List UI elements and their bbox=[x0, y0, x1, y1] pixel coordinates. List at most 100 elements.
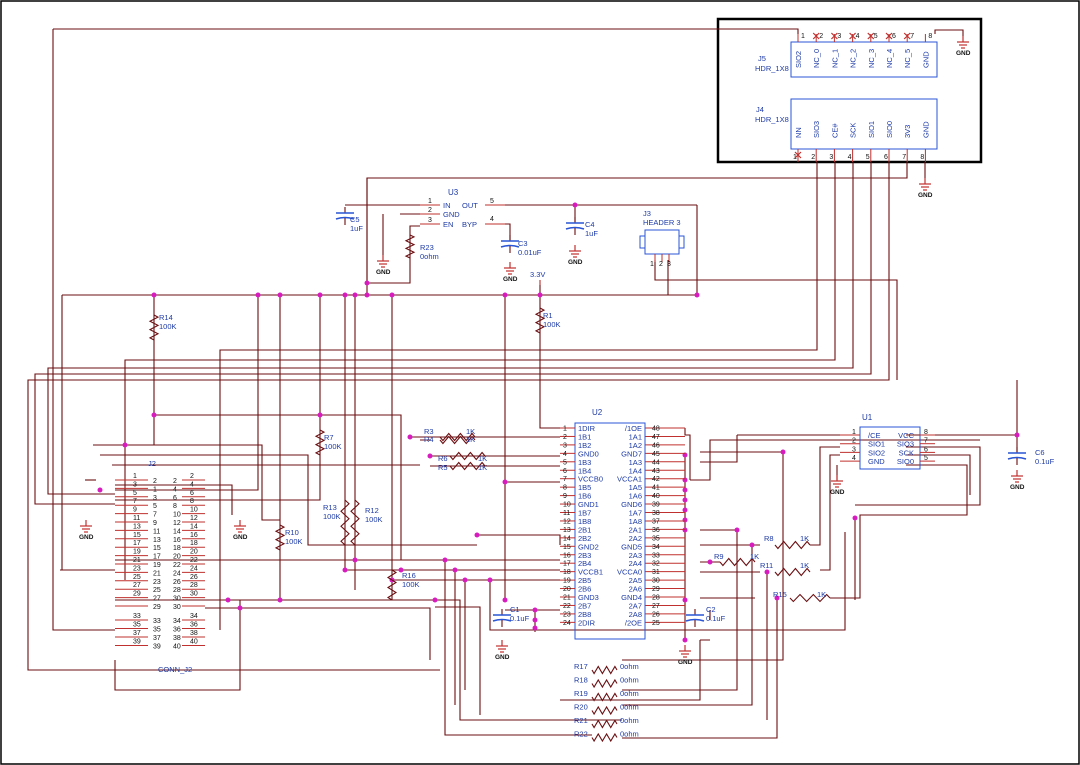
j2-pin-left: 9 bbox=[133, 507, 137, 514]
pin-name: GND bbox=[921, 121, 930, 138]
pin-name: SIO3 bbox=[812, 121, 821, 138]
u1-left-pin-name: /CE bbox=[868, 431, 881, 440]
u2-right-pin-name: 1A7 bbox=[629, 509, 642, 518]
j5-connector: J5 HDR_1X8 1SIO22NC_03NC_14NC_25NC_36NC_… bbox=[755, 32, 938, 78]
svg-text:4: 4 bbox=[490, 216, 494, 223]
pin-number: 2 bbox=[819, 33, 823, 40]
u2-right-pin-name: 1A6 bbox=[629, 492, 642, 501]
u2-right-pin-number: 45 bbox=[652, 451, 660, 458]
u2-right-pin-number: 43 bbox=[652, 468, 660, 475]
svg-text:HEADER 3: HEADER 3 bbox=[643, 218, 681, 227]
j2-pin-mid: 7 bbox=[153, 512, 157, 519]
no-connect-mark bbox=[812, 32, 820, 40]
u2-right-pin-number: 32 bbox=[652, 561, 660, 568]
u2-right-pin-number: 46 bbox=[652, 442, 660, 449]
j2-pin-mid: 13 bbox=[153, 537, 161, 544]
resistor-value: 1K bbox=[466, 435, 475, 444]
no-connect-mark bbox=[885, 32, 893, 40]
junctions bbox=[97, 202, 1020, 643]
svg-text:J2: J2 bbox=[148, 459, 156, 468]
j2-pin-right: 2 bbox=[190, 473, 194, 480]
resistor-ref: R13 bbox=[323, 503, 337, 512]
pin-number: 8 bbox=[928, 33, 932, 40]
j2-pin-left: 11 bbox=[133, 515, 140, 522]
u2-left-pin-name: 1DIR bbox=[578, 424, 596, 433]
svg-text:OUT: OUT bbox=[462, 201, 478, 210]
u2-right-pin-name: 2A2 bbox=[629, 534, 642, 543]
u2-left-pin-name: 1B6 bbox=[578, 492, 591, 501]
svg-text:GND: GND bbox=[443, 210, 460, 219]
j2-pin-left: 37 bbox=[133, 630, 141, 637]
u2-right-pin-number: 31 bbox=[652, 569, 660, 576]
wires bbox=[27, 28, 1018, 739]
j2-pin-mid2: 16 bbox=[173, 537, 181, 544]
u2-left-pin-number: 9 bbox=[563, 493, 567, 500]
u2-left-pin-number: 12 bbox=[563, 518, 571, 525]
pin-number: 5 bbox=[874, 33, 878, 40]
resistor-value: 0ohm bbox=[620, 676, 639, 685]
j2-pin-left: 5 bbox=[133, 490, 137, 497]
j2-pin-mid: 35 bbox=[153, 627, 161, 634]
u2-left-pin-number: 11 bbox=[563, 510, 570, 517]
j2-pin-mid: 23 bbox=[153, 579, 161, 586]
pin-name: NC_4 bbox=[885, 49, 894, 68]
j2-pin-mid2: 6 bbox=[173, 495, 177, 502]
u2-right-pin-name: 2A1 bbox=[629, 525, 642, 534]
svg-text:U1: U1 bbox=[862, 413, 873, 422]
capacitor-value: 1uF bbox=[350, 224, 363, 233]
j2-pin-mid2: 24 bbox=[173, 570, 181, 577]
j2-pin-left: 3 bbox=[133, 481, 137, 488]
u2-left-pin-number: 18 bbox=[563, 569, 571, 576]
capacitor-ref: C3 bbox=[518, 239, 528, 248]
u2-right-pin-name: 2A5 bbox=[629, 576, 642, 585]
j2-pin-mid2: 22 bbox=[173, 562, 181, 569]
u2-left-pin-number: 1 bbox=[563, 426, 567, 433]
j2-pin-right: 18 bbox=[190, 540, 198, 547]
gnd-label: GND bbox=[495, 654, 510, 661]
pin-name: NC_1 bbox=[830, 49, 839, 68]
resistor-ref: R7 bbox=[324, 433, 334, 442]
u2-left-pin-name: 2B7 bbox=[578, 601, 591, 610]
pin-name: NN bbox=[794, 127, 803, 138]
j2-pin-right: 30 bbox=[190, 591, 198, 598]
j2-pin-right: 6 bbox=[190, 490, 194, 497]
gnd-label: GND bbox=[503, 276, 518, 283]
capacitor-ref: C2 bbox=[706, 605, 716, 614]
u1-left-pin-number: 2 bbox=[852, 438, 856, 445]
pin-name: NC_0 bbox=[812, 49, 821, 68]
no-connect-mark bbox=[830, 32, 838, 40]
capacitor-value: 0.1uF bbox=[510, 614, 530, 623]
u2-left-pin-number: 15 bbox=[563, 544, 571, 551]
u2-right-pin-name: /1OE bbox=[625, 424, 642, 433]
j2-pin-left: 25 bbox=[133, 574, 141, 581]
u1-left-pin-name: SIO2 bbox=[868, 448, 885, 457]
resistor-ref: R17 bbox=[574, 662, 588, 671]
resistor-ref: R1 bbox=[543, 311, 553, 320]
pin-number: 2 bbox=[811, 154, 815, 161]
u2-right-pin-number: 28 bbox=[652, 595, 660, 602]
u2-right-pin-name: 2A8 bbox=[629, 610, 642, 619]
j2-pin-mid: 1 bbox=[153, 486, 157, 493]
u2-left-pin-name: 1B7 bbox=[578, 509, 591, 518]
resistor-value: 0ohm bbox=[620, 730, 639, 739]
gnd-label: GND bbox=[830, 489, 845, 496]
u1-left-pin-name: SIO1 bbox=[868, 440, 885, 449]
u2-left-pin-number: 21 bbox=[563, 595, 571, 602]
j2-pin-mid: 27 bbox=[153, 596, 161, 603]
u2-right-pin-name: GND4 bbox=[621, 593, 642, 602]
resistor-value: 100K bbox=[543, 320, 561, 329]
j2-pin-left: 29 bbox=[133, 591, 141, 598]
u2-right-pin-number: 42 bbox=[652, 476, 660, 483]
j2-pin-right: 24 bbox=[190, 565, 198, 572]
svg-text:U2: U2 bbox=[592, 408, 603, 417]
j2-pin-right: 26 bbox=[190, 574, 198, 581]
j2-pin-right: 36 bbox=[190, 622, 198, 629]
j2-pin-mid2: 14 bbox=[173, 528, 181, 535]
u2-right-pin-number: 40 bbox=[652, 493, 660, 500]
svg-text:EN: EN bbox=[443, 220, 453, 229]
resistor-ref: R8 bbox=[764, 534, 774, 543]
u2-left-pin-number: 20 bbox=[563, 586, 571, 593]
j2-pin-mid: 5 bbox=[153, 503, 157, 510]
svg-text:J5: J5 bbox=[758, 54, 766, 63]
